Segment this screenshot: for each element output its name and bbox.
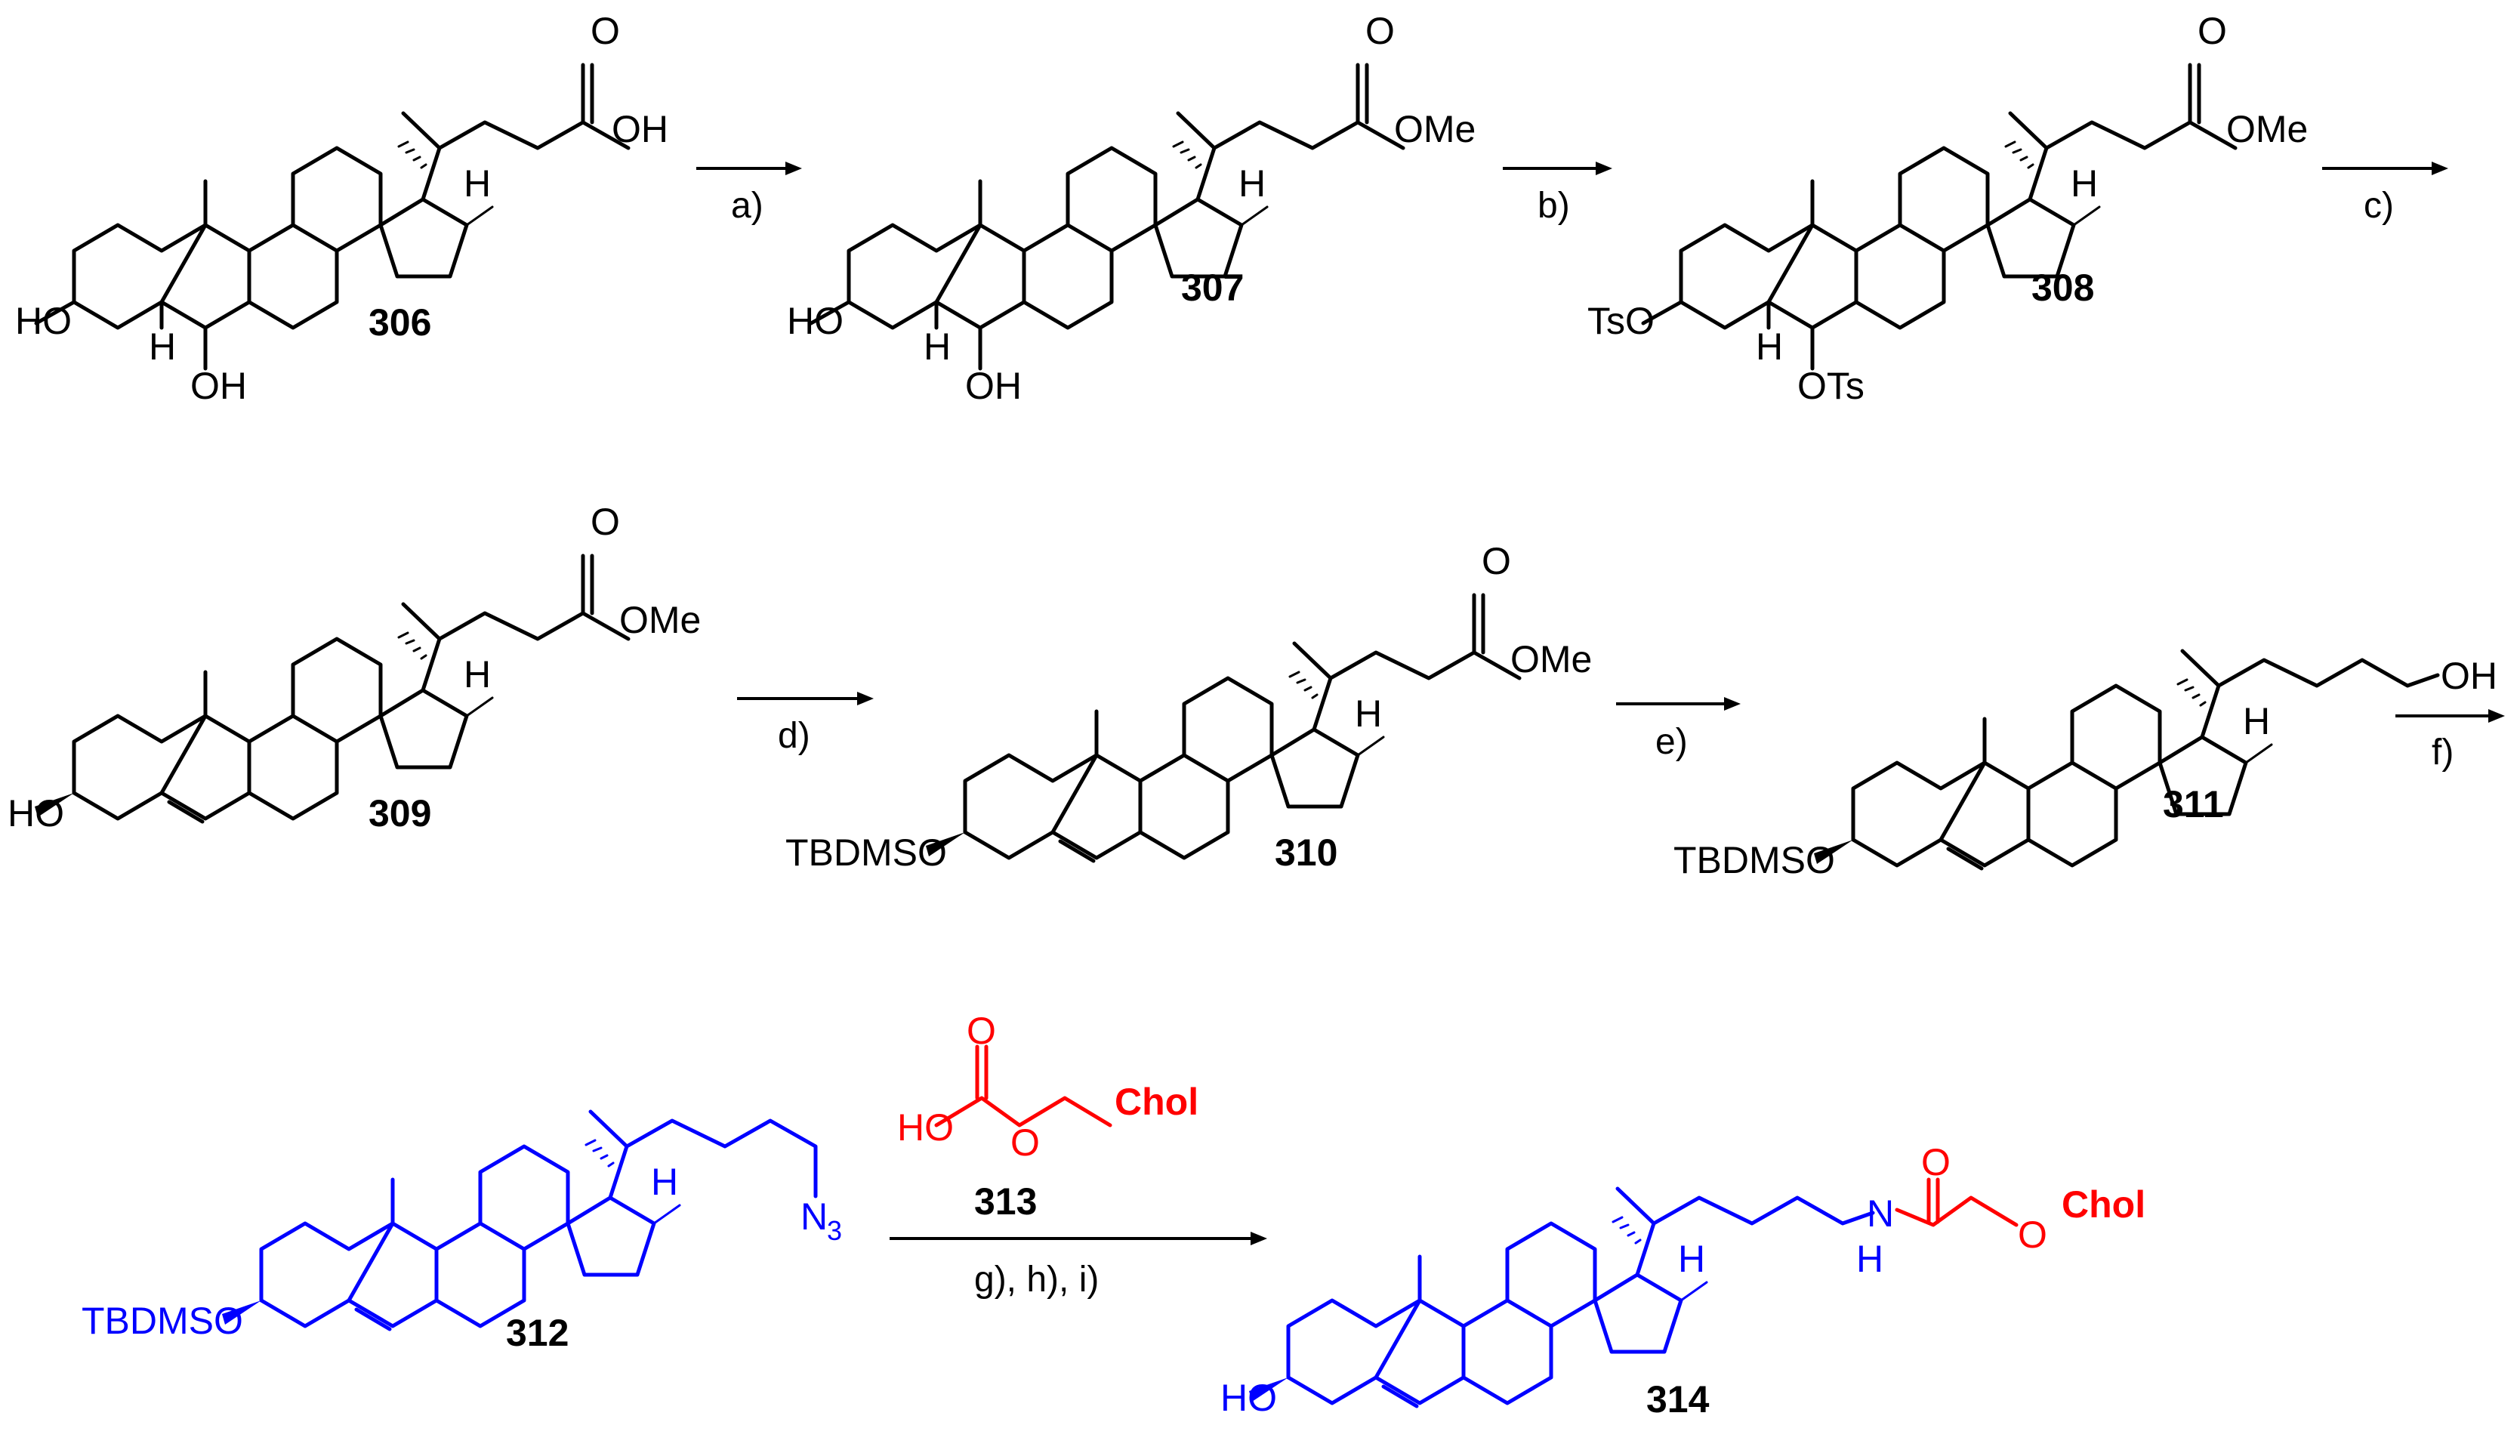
compound-number: 308 (2031, 267, 2094, 309)
c17-hydrogen: H (1355, 693, 1382, 735)
arrow-c: c) (2322, 162, 2448, 226)
arrow-ghi: g), h), i) (890, 1232, 1267, 1300)
c17-hydrogen: H (2071, 162, 2098, 205)
arrow-d: d) (737, 692, 874, 756)
c5-hydrogen: H (1756, 325, 1783, 368)
compound-309: HO H OMe O 309 (8, 501, 701, 834)
c3-substituent: TsO (1587, 300, 1655, 342)
arrow-f: f) (2395, 709, 2505, 773)
compound-number: 313 (974, 1180, 1037, 1223)
arrow-a: a) (696, 162, 802, 226)
chol-label: Chol (1115, 1081, 1198, 1123)
condition-ghi: g), h), i) (974, 1260, 1099, 1300)
compound-number: 310 (1275, 831, 1337, 874)
arrow-b: b) (1503, 162, 1612, 226)
compound-number: 311 (2163, 783, 2224, 825)
svg-text:O: O (591, 501, 620, 543)
ester-ome: OMe (2226, 108, 2308, 150)
svg-text:O: O (591, 10, 620, 52)
compound-number: 312 (506, 1312, 569, 1354)
azide-n: N (800, 1195, 828, 1238)
c3-substituent: TBDMSO (82, 1300, 243, 1342)
c3-substituent: HO (787, 300, 844, 342)
c3-substituent: HO (8, 792, 64, 834)
c5-hydrogen: H (149, 325, 176, 368)
c6-substituent: OH (965, 365, 1022, 407)
carbonyl-o: O (967, 1010, 996, 1052)
c17-hydrogen: H (464, 653, 491, 696)
condition-c: c) (2364, 186, 2394, 226)
condition-b: b) (1538, 186, 1570, 226)
ether-o: O (1010, 1121, 1040, 1164)
c17-hydrogen: H (2243, 700, 2270, 742)
compound-314: HO H N H O O Chol 314 (1220, 1141, 2145, 1421)
acid-oh: OH (612, 108, 668, 150)
ether-o: O (2018, 1214, 2047, 1256)
compound-311: TBDMSO H OH 311 (1673, 649, 2497, 881)
ester-ome: OMe (619, 599, 701, 641)
condition-d: d) (778, 716, 810, 756)
c6-substituent: OH (190, 365, 247, 407)
carbonyl-o: O (1921, 1141, 1951, 1183)
chol-label: Chol (2062, 1183, 2145, 1226)
compound-number: 306 (369, 301, 431, 344)
svg-text:O: O (1482, 540, 1511, 582)
c17-hydrogen: H (1678, 1238, 1705, 1280)
c3-substituent: TBDMSO (1673, 839, 1835, 881)
c5-hydrogen: H (924, 325, 951, 368)
condition-e: e) (1655, 722, 1688, 762)
condition-f: f) (2432, 733, 2454, 773)
compound-number: 309 (369, 792, 431, 834)
compound-number: 307 (1181, 267, 1244, 309)
c17-hydrogen: H (464, 162, 491, 205)
azide-subscript: 3 (827, 1215, 842, 1246)
svg-text:O: O (1365, 10, 1395, 52)
c6-substituent: OTs (1797, 365, 1865, 407)
c17-hydrogen: H (651, 1161, 678, 1203)
compound-308: TsO H OTs H OMe O 308 (1587, 10, 2308, 407)
compound-number: 314 (1646, 1378, 1710, 1421)
c3-substituent: TBDMSO (785, 831, 947, 874)
compound-313: HO O O Chol 313 (897, 1010, 1198, 1223)
amide-h: H (1856, 1238, 1883, 1280)
ester-ome: OMe (1394, 108, 1476, 150)
c17-hydrogen: H (1238, 162, 1266, 205)
amide-n: N (1867, 1192, 1894, 1235)
ester-ome: OMe (1510, 638, 1592, 680)
c3-substituent: HO (1220, 1377, 1277, 1419)
condition-a: a) (731, 186, 763, 226)
acid-ho: HO (897, 1106, 954, 1149)
svg-text:O: O (2198, 10, 2227, 52)
compound-306: HO H OH H OH O 306 (15, 10, 668, 407)
arrow-e: e) (1616, 697, 1741, 762)
compound-307: HO H OH H OMe O 307 (787, 10, 1476, 407)
compound-310: TBDMSO H OMe O 310 (785, 540, 1592, 874)
tail-oh: OH (2441, 655, 2497, 697)
c3-substituent: HO (15, 300, 72, 342)
compound-312: TBDMSO H N 3 312 (82, 1109, 842, 1354)
